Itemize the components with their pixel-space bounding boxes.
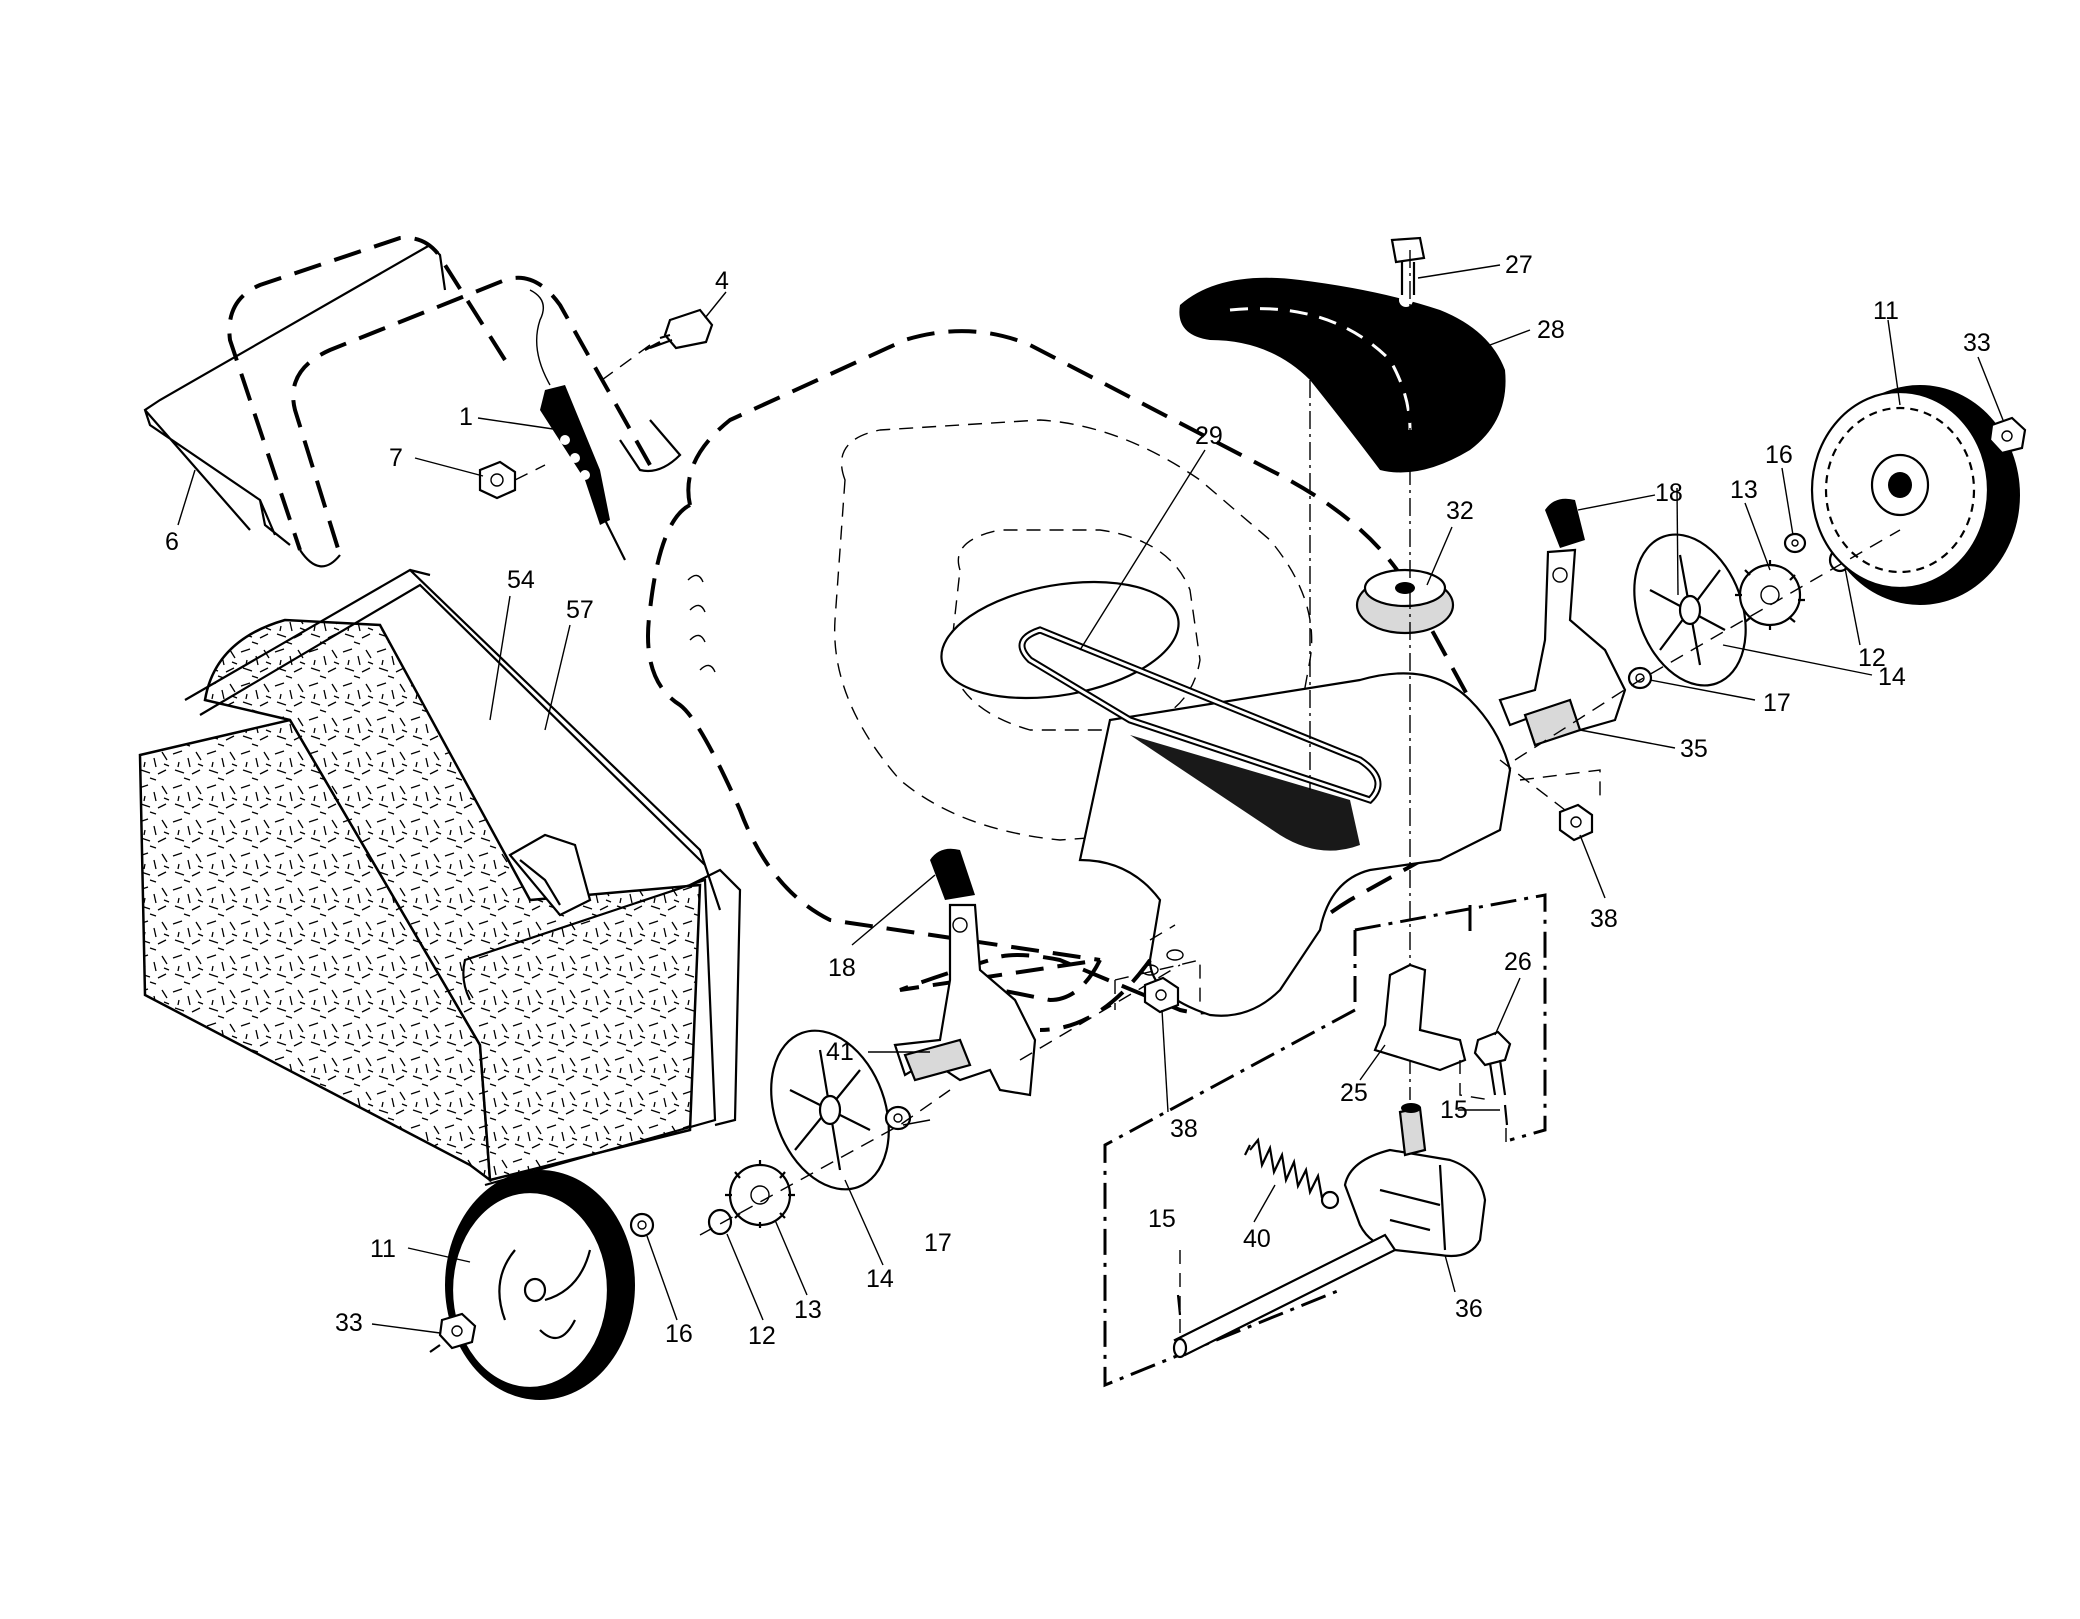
part-16-washer-left: [629, 1212, 655, 1238]
callout-16-right: 16: [1765, 441, 1793, 469]
transmission-group-boundary: [1103, 893, 1547, 1388]
part-4-bolt: [644, 308, 714, 351]
grass-catcher: [138, 568, 742, 1187]
part-15-pin-left: [1176, 1294, 1182, 1316]
bag-frame: [184, 568, 722, 1187]
part-11-wheel-right: [1810, 385, 2020, 605]
callout-12-left: 12: [748, 1322, 776, 1350]
handle-fastener-axis: [514, 344, 651, 481]
part-25-bracket: [1373, 963, 1467, 1072]
handle-end-right: [619, 419, 682, 473]
callout-18-left: 18: [828, 954, 856, 982]
part-26-bolt: [1473, 1030, 1512, 1067]
callout-16-left: 16: [665, 1320, 693, 1348]
callout-26: 26: [1504, 948, 1532, 976]
deck-vent-holes: [687, 574, 1184, 976]
bail-handle-6: [143, 244, 447, 546]
callout-38-left: 38: [1170, 1115, 1198, 1143]
part-33-nut-left: [429, 1312, 477, 1353]
bag-handle: [508, 833, 592, 917]
bag-handle-inner: [519, 859, 561, 906]
callout-11-right: 11: [1873, 297, 1899, 325]
part-14-drive-disc-left: [770, 1029, 890, 1191]
callout-36: 36: [1455, 1295, 1483, 1323]
callout-33-right: 33: [1963, 329, 1991, 357]
left-axle-stud: [903, 1038, 972, 1082]
part-28-belt-cover: [1179, 277, 1506, 473]
callout-38-right: 38: [1590, 905, 1618, 933]
callout-35: 35: [1680, 735, 1708, 763]
bolt-guide: [1459, 1060, 1491, 1101]
transmission-input-shaft: [1398, 1106, 1427, 1157]
part-14-drive-disc-right: [1633, 533, 1747, 687]
callout-6: 6: [165, 528, 179, 556]
part-12-ring-left: [707, 1208, 733, 1236]
handle-end-left: [299, 549, 341, 568]
part-36-transmission: [1343, 1148, 1487, 1258]
part-16-washer-right: [1783, 532, 1807, 554]
part-27-bolt: [1390, 236, 1426, 295]
part-18-knob-left: [930, 848, 975, 900]
callout-7: 7: [389, 444, 403, 472]
callout-32: 32: [1446, 497, 1474, 525]
right-axle-line: [1514, 529, 1901, 761]
callout-40: 40: [1243, 1225, 1271, 1253]
transmission-detail: [1379, 1164, 1447, 1251]
right-height-adjuster: [1498, 498, 1627, 747]
callout-17-left: 17: [924, 1229, 952, 1257]
left-nut-guide: [1114, 959, 1201, 1010]
callout-14-left: 14: [866, 1265, 894, 1293]
callout-25: 25: [1340, 1079, 1368, 1107]
part-17-washer-left: [884, 1105, 912, 1131]
callout-14-right: 14: [1878, 663, 1906, 691]
callout-labels: 1 4 6 7 11 11 12 12 13 13 14 14 15 15 16…: [165, 251, 1991, 1350]
part-13-gear-left: [725, 1160, 795, 1228]
callout-18-right: 18: [1655, 479, 1683, 507]
callout-57: 57: [566, 596, 594, 624]
part-7-nut: [478, 460, 517, 500]
part-40-spring: [1249, 1137, 1324, 1199]
drive-axle: [1173, 1233, 1397, 1357]
pin-guides: [1179, 1128, 1507, 1335]
callout-41: 41: [826, 1038, 854, 1066]
part-13-gear-right: [1735, 560, 1805, 630]
part-38-nut-left: [1143, 976, 1180, 1014]
part-26-bolt-shank: [1488, 1059, 1507, 1096]
part-15-pin-right: [1503, 1104, 1509, 1126]
bag-frame-side: [689, 868, 742, 1127]
callout-13-right: 13: [1730, 476, 1758, 504]
part-29-drive-belt: [940, 580, 1382, 851]
callout-28: 28: [1537, 316, 1565, 344]
callout-27: 27: [1505, 251, 1533, 279]
callout-29: 29: [1195, 422, 1223, 450]
handle-assembly: [143, 235, 682, 568]
callout-1: 1: [459, 403, 473, 431]
right-nut-guide: [1499, 759, 1601, 811]
callout-13-left: 13: [794, 1296, 822, 1324]
callout-33-left: 33: [335, 1309, 363, 1337]
pulley-axis-line: [1309, 250, 1411, 1100]
left-axle-line: [699, 1089, 951, 1236]
transmission-group: [1103, 893, 1547, 1388]
part-11-wheel-left: [445, 1170, 635, 1400]
leader-lines: [177, 264, 2004, 1334]
left-height-adjuster: [893, 848, 1037, 1097]
part-38-nut-right: [1558, 803, 1594, 842]
callout-54: 54: [507, 566, 535, 594]
callout-15-left: 15: [1148, 1205, 1176, 1233]
upper-handle-outline: [227, 235, 652, 556]
part-18-knob-right: [1545, 498, 1585, 548]
callout-17-right: 17: [1763, 689, 1791, 717]
left-axle-to-deck-line: [1019, 924, 1181, 1061]
callout-11-left: 11: [370, 1235, 396, 1263]
part-1-control-lever: [529, 289, 626, 561]
callout-12-right: 12: [1858, 644, 1886, 672]
part-32-pulley: [1355, 568, 1455, 635]
callout-15-right: 15: [1440, 1096, 1468, 1124]
part-33-nut-right: [1988, 416, 2027, 455]
callout-4: 4: [715, 267, 729, 295]
